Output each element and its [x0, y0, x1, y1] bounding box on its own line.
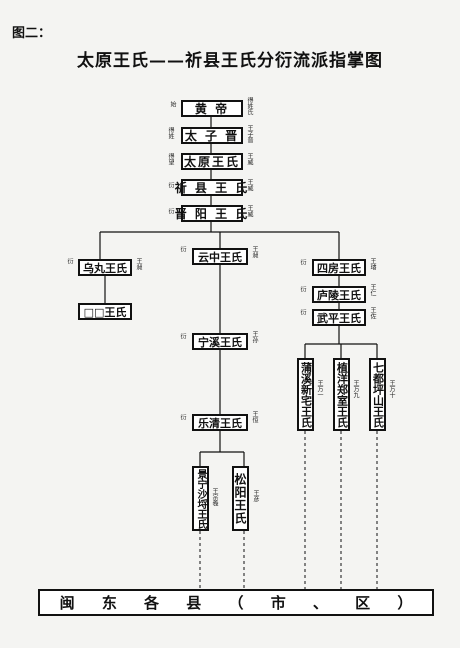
note-taiyuan-right: 王威: [246, 153, 253, 165]
note-taizijin-left: 得姓: [167, 127, 174, 139]
note-wuping-left: 衍: [299, 309, 306, 315]
note-puxi-right: 王万一: [316, 380, 323, 398]
node-yueqing: 乐清王氏: [192, 414, 248, 431]
node-taizijin: 太 子 晋: [181, 127, 243, 144]
node-unknown-wang: □□王氏: [78, 303, 132, 320]
node-ningxi: 宁溪王氏: [192, 333, 248, 350]
node-yunzhong: 云中王氏: [192, 248, 248, 265]
note-ningxi-left: 衍: [179, 333, 186, 339]
note-luling-left: 衍: [299, 286, 306, 292]
note-wuwan-right: 王昶: [135, 258, 142, 270]
node-songyang: 松阳王氏: [232, 466, 249, 531]
node-qidu: 七都坪山王氏: [369, 358, 386, 431]
bottom-char: 东: [101, 594, 117, 612]
node-qixian: 祈 县 王 氏: [174, 179, 250, 196]
bottom-char: 闽: [59, 594, 75, 612]
note-wuping-right: 王佐: [369, 307, 376, 319]
note-qixian-left: 衍: [167, 182, 174, 188]
node-sifang: 四房王氏: [312, 259, 366, 276]
note-yunzhong-right: 王昶: [251, 246, 258, 258]
note-jinyang-left: 衍: [167, 208, 174, 214]
node-zhiyang: 植洋郑室王氏: [333, 358, 350, 431]
note-huangdi-left: 始: [169, 101, 176, 107]
note-wuwan-left: 衍: [66, 258, 73, 264]
note-qidu-right: 王万十: [388, 380, 395, 398]
note-zhiyang-right: 王万九: [352, 380, 359, 398]
note-taizijin-right: 王子晋: [246, 125, 253, 143]
diagram-title: 太原王氏——祈县王氏分衍流派指掌图: [77, 51, 383, 71]
note-sifang-right: 王璿: [369, 258, 376, 270]
node-puxi: 蒲溪新宅王氏: [297, 358, 314, 431]
note-sifang-left: 衍: [299, 259, 306, 265]
node-luling: 庐陵王氏: [312, 286, 366, 303]
bottom-char: 区: [355, 594, 371, 612]
destination-bar: 闽 东 各 县 （ 市 、 区 ）: [38, 589, 434, 616]
note-qixian-right: 王威: [246, 179, 253, 191]
bottom-char: 各: [144, 594, 160, 612]
bottom-char: 市: [270, 594, 286, 612]
bottom-char: 县: [186, 594, 202, 612]
node-jingning: 景宁沙埒王氏: [192, 466, 209, 531]
bottom-char: 、: [312, 594, 328, 612]
node-huangdi: 黄 帝: [181, 100, 243, 117]
note-huangdi-right: 得姓氏: [246, 97, 253, 115]
node-jinyang: 晋 阳 王 氏: [174, 205, 250, 222]
node-taiyuan: 太原王氏: [181, 153, 243, 170]
note-jinyang-right: 王威: [246, 205, 253, 217]
note-luling-right: 王仁: [369, 284, 376, 296]
note-songyang-right: 王彦: [252, 490, 259, 502]
note-taiyuan-left: 得望: [167, 153, 174, 165]
note-yunzhong-left: 衍: [179, 246, 186, 252]
note-jingning-right: 王宗羲: [211, 488, 218, 506]
note-yueqing-left: 衍: [179, 414, 186, 420]
node-wuping: 武平王氏: [312, 309, 366, 326]
note-ningxi-right: 王孙: [251, 331, 258, 343]
figure-label: 图二：: [12, 26, 52, 41]
node-wuwan: 乌丸王氏: [78, 259, 132, 276]
note-yueqing-right: 王恒: [251, 411, 258, 423]
bottom-char: ）: [397, 594, 413, 612]
bottom-char: （: [228, 594, 244, 612]
